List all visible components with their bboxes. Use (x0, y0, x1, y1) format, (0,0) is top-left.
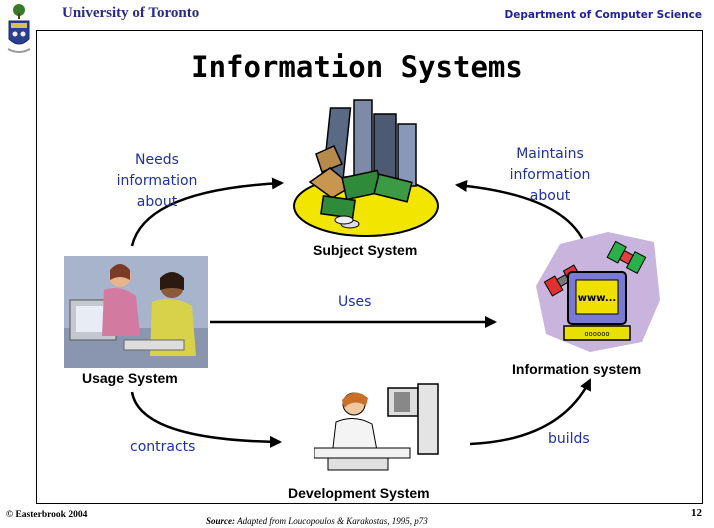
keypad-text: oooooo (584, 330, 609, 338)
slide-title: Information Systems (191, 50, 523, 84)
department-name: Department of Computer Science (504, 9, 702, 21)
maintains-line-2: information (509, 167, 591, 183)
subject-system-clipart (293, 99, 439, 237)
source-text: Adapted from Loucopoulos & Karakostas, 1… (237, 516, 428, 526)
source-citation: Source: Adapted from Loucopoulos & Karak… (206, 516, 428, 526)
copyright: © Easterbrook 2004 (6, 510, 88, 520)
needs-line-3: about (136, 194, 178, 210)
uses-label: Uses (338, 294, 372, 310)
university-crest-icon (7, 4, 31, 53)
needs-arrow (130, 177, 284, 247)
subject-system-label: Subject System (313, 242, 418, 258)
needs-line-1: Needs (135, 152, 179, 168)
maintains-info-label: Maintains information about (505, 144, 595, 207)
information-system-clipart: www... oooooo (536, 232, 660, 352)
university-name: University of Toronto (62, 5, 200, 21)
needs-line-2: information (116, 173, 198, 189)
builds-label: builds (548, 431, 590, 447)
monitor-screen-text: www... (578, 293, 616, 304)
maintains-line-3: about (529, 188, 571, 204)
contracts-arrow (130, 391, 282, 448)
development-system-label: Development System (288, 485, 430, 501)
needs-info-label: Needs information about (112, 150, 202, 213)
page-number: 12 (691, 507, 702, 519)
maintains-arrow (455, 179, 585, 241)
usage-system-label: Usage System (82, 370, 178, 386)
slide-frame (36, 30, 703, 504)
builds-arrow (469, 378, 592, 446)
source-label: Source: (206, 516, 235, 526)
contracts-label: contracts (130, 439, 196, 455)
usage-system-clipart (64, 256, 208, 368)
maintains-line-1: Maintains (516, 146, 584, 162)
development-system-clipart (314, 383, 439, 471)
information-system-label: Information system (512, 361, 642, 377)
